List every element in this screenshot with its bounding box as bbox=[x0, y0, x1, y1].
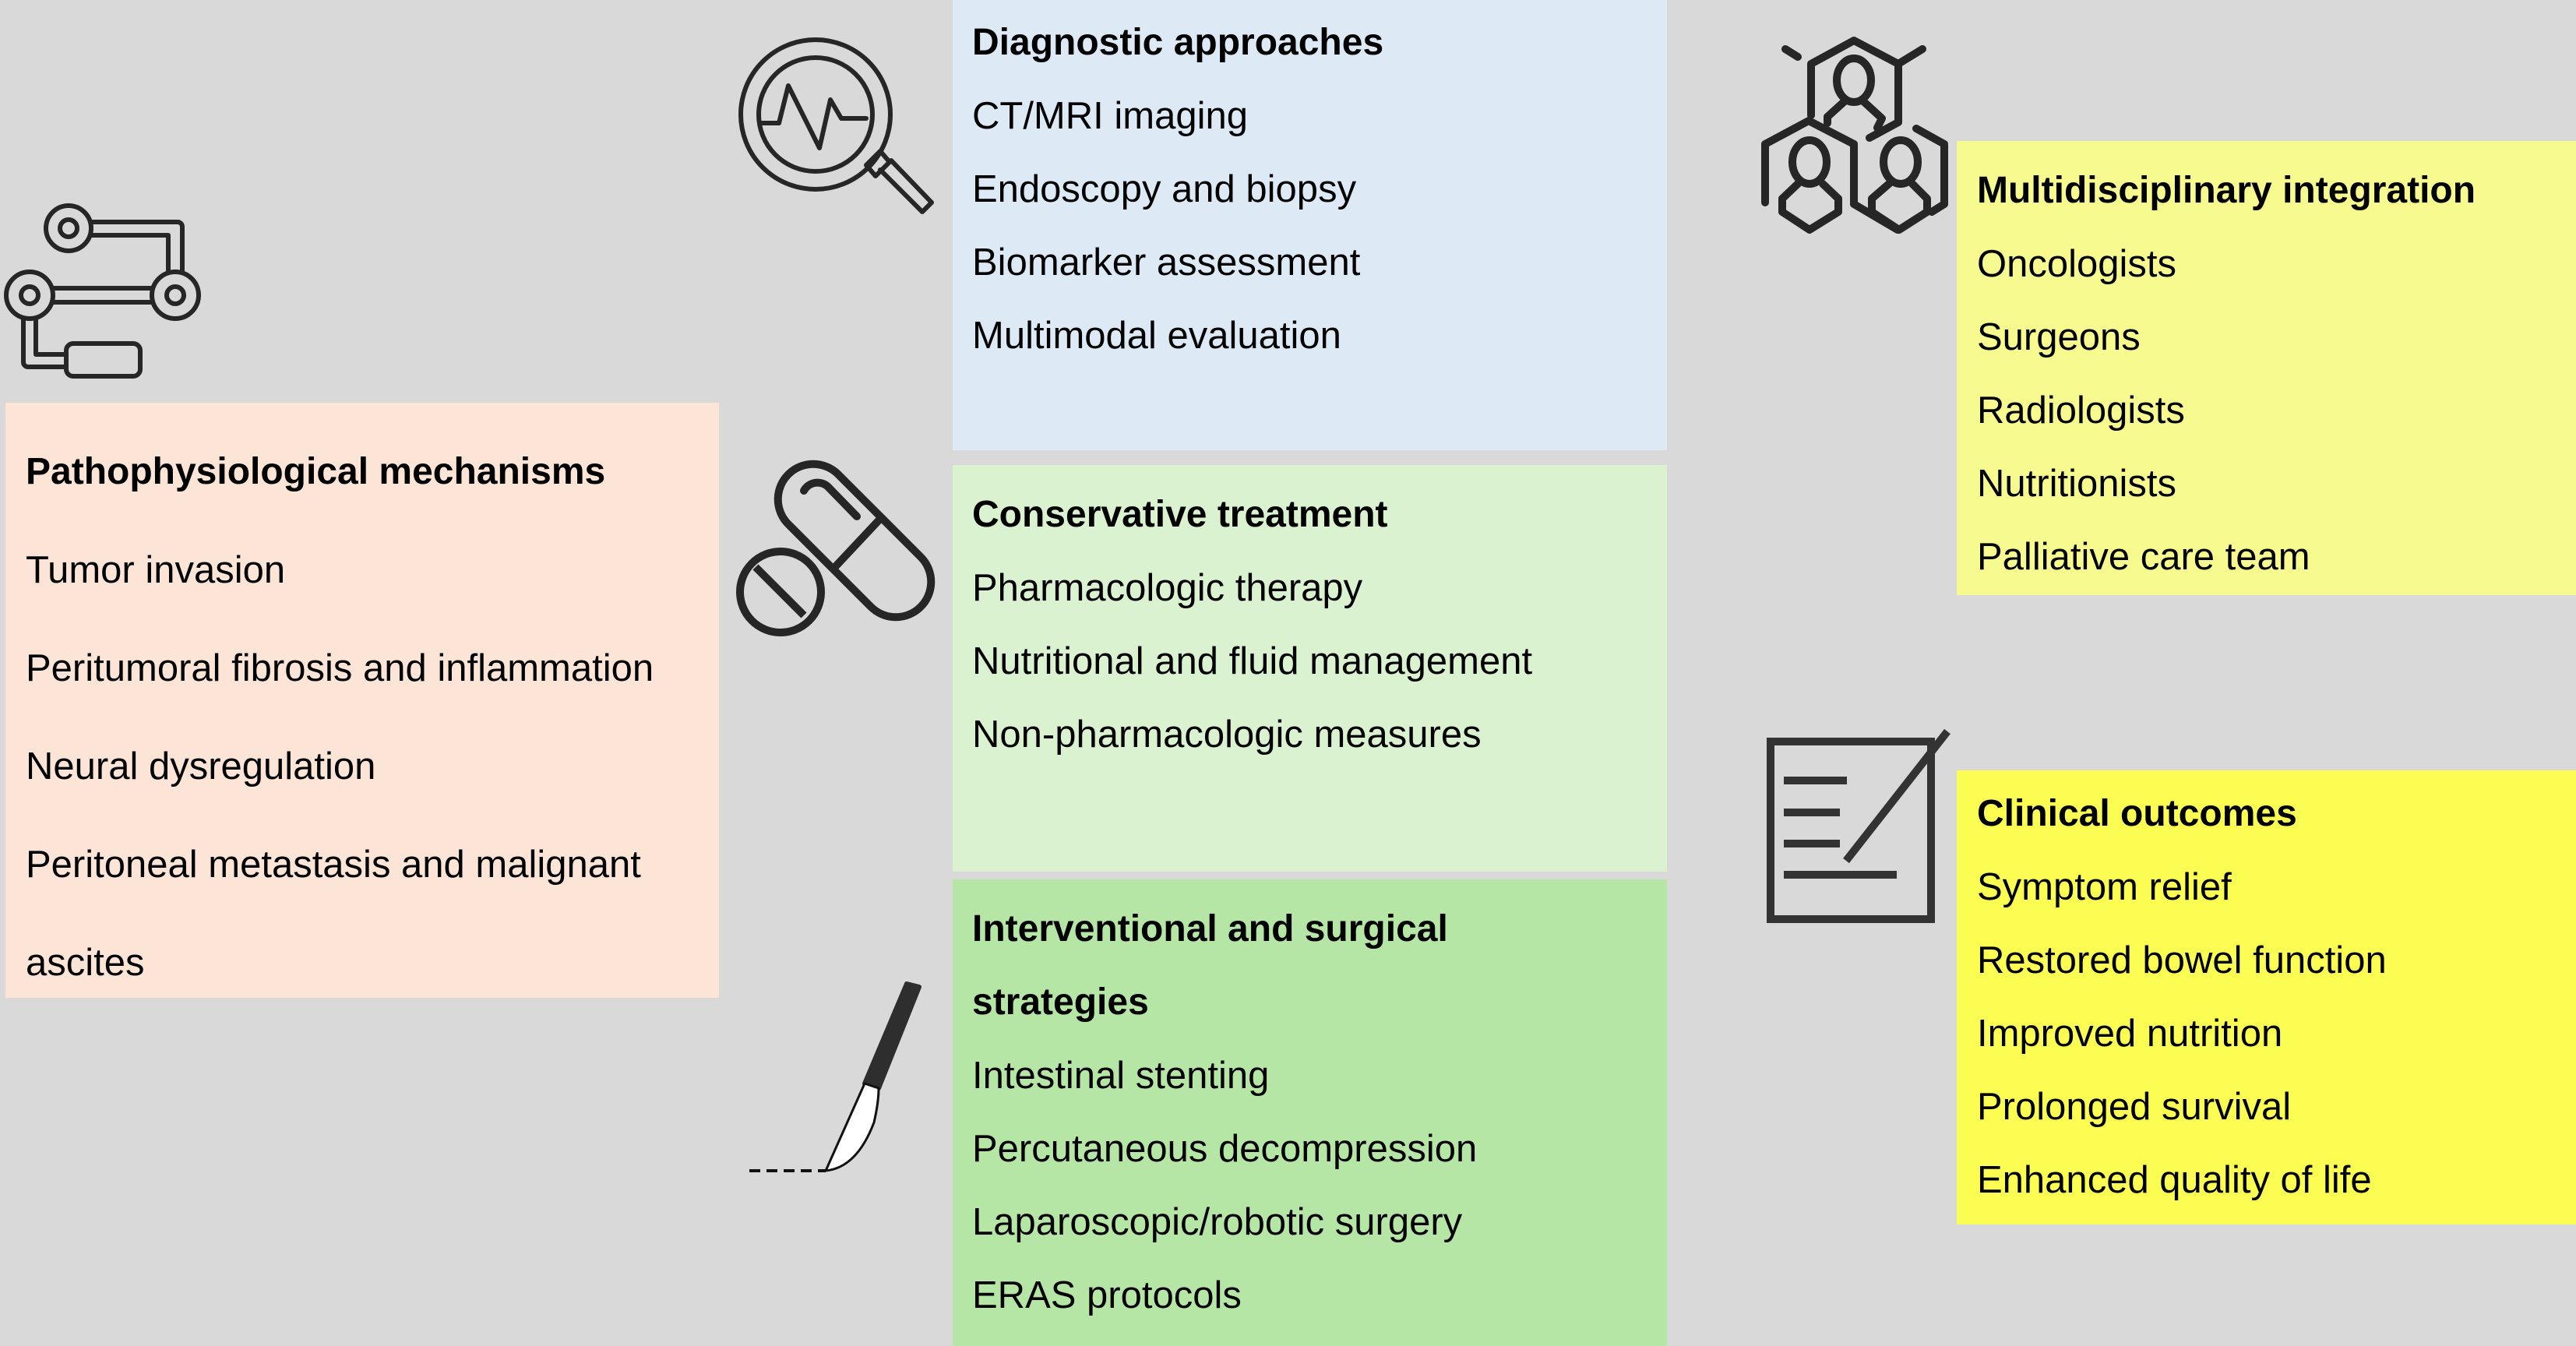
report-pen-icon bbox=[1757, 721, 1959, 927]
list-item: Enhanced quality of life bbox=[1977, 1159, 2372, 1201]
multidisciplinary-panel: Multidisciplinary integration Oncologist… bbox=[1957, 141, 2576, 595]
list-item: CT/MRI imaging bbox=[972, 95, 1248, 137]
multidisciplinary-title: Multidisciplinary integration bbox=[1977, 170, 2476, 211]
list-item: Restored bowel function bbox=[1977, 939, 2387, 981]
list-item: Improved nutrition bbox=[1977, 1013, 2283, 1055]
diagnostic-title: Diagnostic approaches bbox=[972, 22, 1384, 63]
conservative-title: Conservative treatment bbox=[972, 494, 1388, 535]
list-item: Nutritionists bbox=[1977, 463, 2176, 505]
list-item: Nutritional and fluid management bbox=[972, 640, 1533, 682]
conservative-panel: Conservative treatment Pharmacologic the… bbox=[953, 465, 1667, 872]
list-item: Biomarker assessment bbox=[972, 241, 1361, 284]
pathophysiology-title: Pathophysiological mechanisms bbox=[26, 451, 606, 492]
magnifier-pulse-icon bbox=[732, 31, 943, 241]
list-item: Peritumoral fibrosis and inflammation bbox=[26, 647, 654, 689]
list-item: Prolonged survival bbox=[1977, 1086, 2292, 1128]
list-item: Oncologists bbox=[1977, 243, 2177, 285]
team-hexagon-icon bbox=[1753, 31, 1955, 241]
list-item: Multimodal evaluation bbox=[972, 315, 1341, 357]
robotic-arm-icon bbox=[0, 199, 204, 382]
list-item: Palliative care team bbox=[1977, 536, 2310, 578]
outcomes-title: Clinical outcomes bbox=[1977, 793, 2297, 834]
pills-icon bbox=[732, 456, 943, 643]
list-item: Surgeons bbox=[1977, 316, 2141, 358]
pathophysiology-panel: Pathophysiological mechanisms Tumor inva… bbox=[5, 403, 719, 998]
interventional-panel: Interventional and surgical strategies I… bbox=[953, 879, 1667, 1346]
list-item: Symptom relief bbox=[1977, 866, 2232, 908]
list-item: ascites bbox=[26, 942, 145, 984]
list-item: Intestinal stenting bbox=[972, 1055, 1270, 1097]
list-item: Tumor invasion bbox=[26, 549, 286, 591]
scalpel-icon bbox=[740, 970, 935, 1180]
list-item: Neural dysregulation bbox=[26, 745, 376, 788]
interventional-title-line1: Interventional and surgical bbox=[972, 908, 1448, 950]
list-item: Percutaneous decompression bbox=[972, 1128, 1478, 1170]
list-item: Endoscopy and biopsy bbox=[972, 168, 1357, 210]
list-item: Laparoscopic/robotic surgery bbox=[972, 1201, 1463, 1243]
list-item: Pharmacologic therapy bbox=[972, 567, 1363, 609]
list-item: Non-pharmacologic measures bbox=[972, 714, 1482, 756]
interventional-title-line2: strategies bbox=[972, 981, 1149, 1023]
diagnostic-panel: Diagnostic approaches CT/MRI imaging End… bbox=[953, 0, 1667, 450]
outcomes-panel: Clinical outcomes Symptom relief Restore… bbox=[1957, 770, 2576, 1224]
list-item: ERAS protocols bbox=[972, 1274, 1242, 1316]
list-item: Radiologists bbox=[1977, 389, 2185, 432]
list-item: Peritoneal metastasis and malignant bbox=[26, 844, 641, 886]
